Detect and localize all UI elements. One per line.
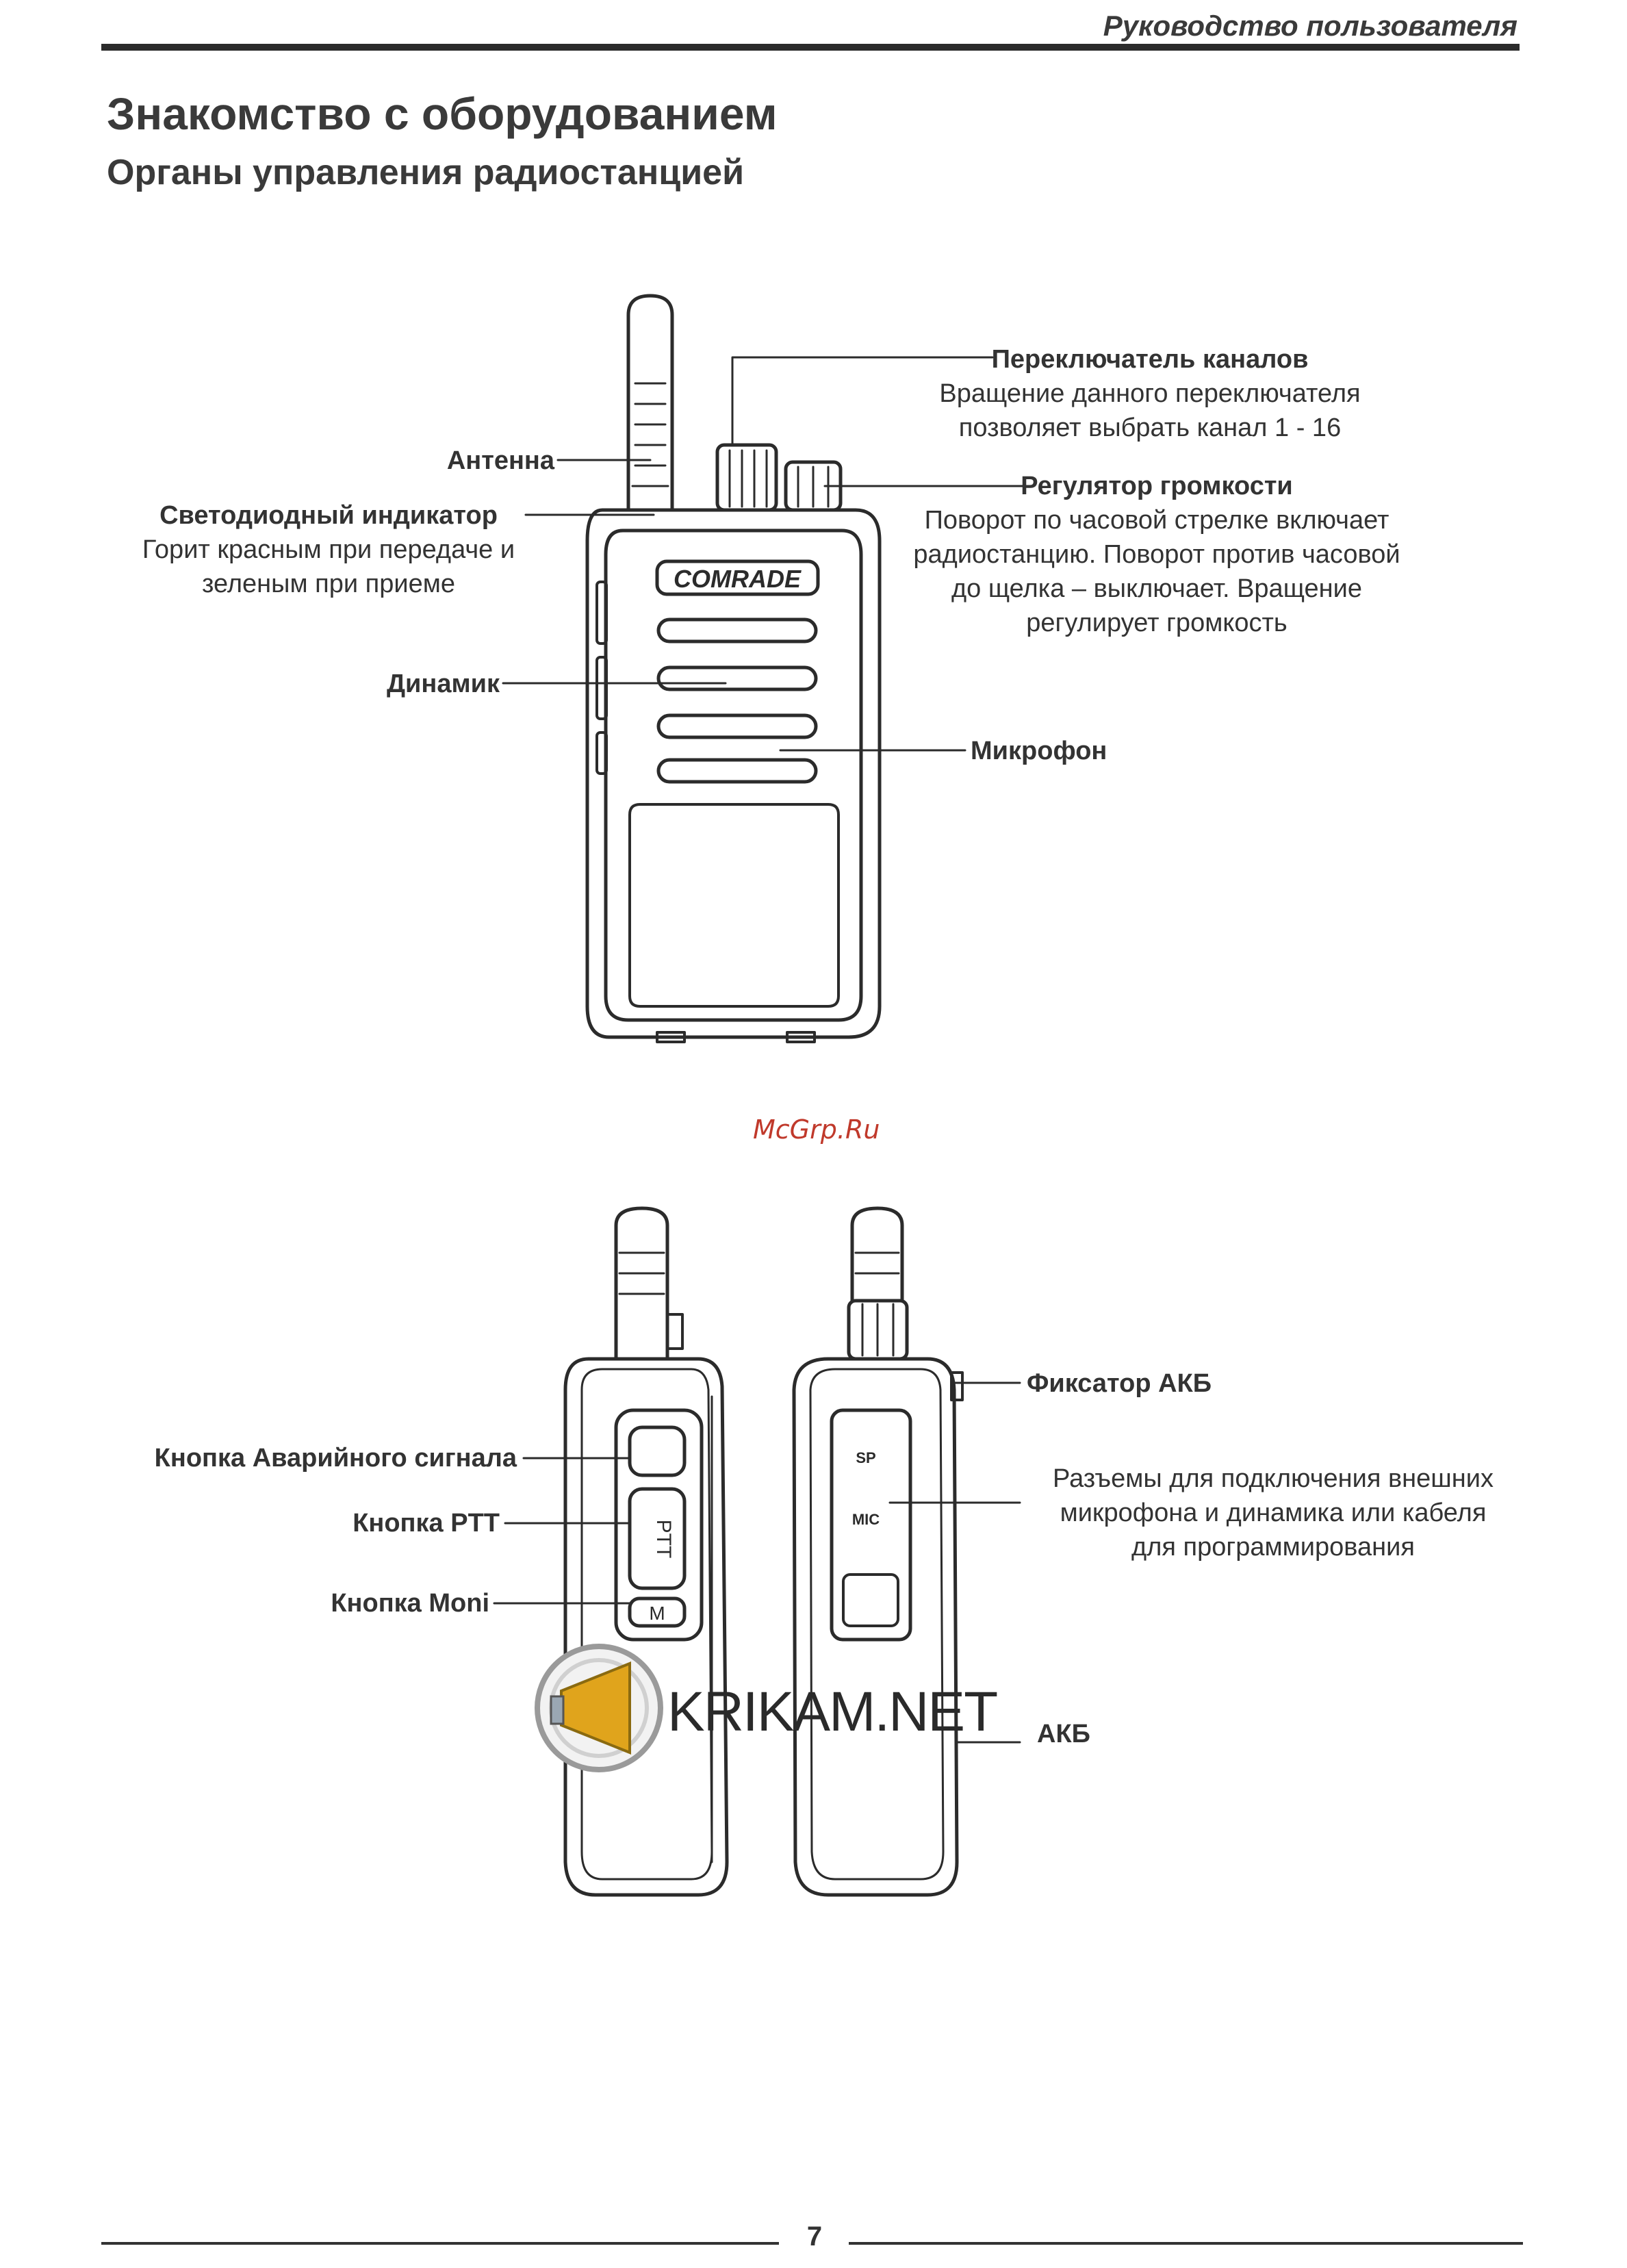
header-title: Руководство пользователя xyxy=(1103,10,1517,42)
channel-switch-callout: Переключатель каналов Вращение данного п… xyxy=(910,342,1389,445)
channel-switch-label: Переключатель каналов xyxy=(991,345,1309,374)
connector-cover xyxy=(830,1408,912,1642)
speaker-label: Динамик xyxy=(386,670,500,698)
alarm-key xyxy=(628,1425,687,1477)
mic-label: Микрофон xyxy=(971,737,1107,765)
brand-text: COMRADE xyxy=(674,565,802,593)
volume-desc-3: до щелка – выключает. Вращение xyxy=(951,574,1363,603)
front-body-outer xyxy=(585,508,882,1039)
ptt-button-label: Кнопка PTT xyxy=(353,1509,500,1538)
moni-key-label: M xyxy=(649,1603,665,1624)
ptt-button-callout: Кнопка PTT xyxy=(205,1506,500,1540)
led-desc-2: зеленым при приеме xyxy=(202,570,455,598)
page-title: Знакомство с оборудованием xyxy=(107,88,778,139)
sp-port-label: SP xyxy=(856,1449,875,1466)
battery-callout: АКБ xyxy=(1037,1717,1090,1751)
volume-desc-2: радиостанцию. Поворот против часовой xyxy=(913,540,1400,569)
antenna-label: Антенна xyxy=(446,446,554,475)
header-rule xyxy=(101,44,1520,51)
moni-button-label: Кнопка Moni xyxy=(331,1589,489,1618)
page-number: 7 xyxy=(806,2221,823,2252)
connectors-desc-3: для программирования xyxy=(1131,1533,1415,1562)
ptt-key xyxy=(628,1487,687,1590)
moni-key xyxy=(628,1596,687,1628)
volume-callout: Регулятор громкости Поворот по часовой с… xyxy=(890,469,1424,640)
connectors-desc-1: Разъемы для подключения внешних xyxy=(1053,1464,1494,1493)
led-callout: Светодиодный индикатор Горит красным при… xyxy=(110,498,548,601)
antenna-callout: Антенна xyxy=(274,444,554,478)
front-body-inner xyxy=(604,528,863,1022)
battery-latch-label: Фиксатор АКБ xyxy=(1027,1369,1212,1398)
side-left-body xyxy=(563,1357,729,1897)
brand-badge xyxy=(655,559,820,596)
watermark: McGrp.Ru xyxy=(753,1114,880,1145)
side-radio-right-illustration xyxy=(792,1206,964,1897)
channel-switch-desc-1: Вращение данного переключателя xyxy=(939,379,1361,408)
logo-emblem xyxy=(535,1644,663,1772)
section-title: Органы управления радиостанцией xyxy=(107,153,745,192)
volume-desc-1: Поворот по часовой стрелке включает xyxy=(924,506,1389,535)
mic-callout: Микрофон xyxy=(971,734,1107,768)
led-desc-1: Горит красным при передаче и xyxy=(142,535,515,564)
led-label: Светодиодный индикатор xyxy=(159,501,498,530)
alarm-button-callout: Кнопка Аварийного сигнала xyxy=(68,1441,517,1475)
side-radio-left-illustration xyxy=(563,1206,729,1897)
volume-label: Регулятор громкости xyxy=(1021,472,1293,500)
connectors-callout: Разъемы для подключения внешних микрофон… xyxy=(1006,1462,1540,1564)
antenna-shape xyxy=(626,294,674,512)
battery-label: АКБ xyxy=(1037,1720,1090,1748)
channel-switch-desc-2: позволяет выбрать канал 1 - 16 xyxy=(958,413,1342,442)
volume-desc-4: регулирует громкость xyxy=(1026,609,1287,637)
alarm-button-label: Кнопка Аварийного сигнала xyxy=(154,1444,517,1473)
moni-button-callout: Кнопка Moni xyxy=(205,1586,489,1620)
mic-port-label: MIC xyxy=(852,1511,880,1528)
side-button-panel xyxy=(614,1408,704,1642)
speaker-callout: Динамик xyxy=(274,667,500,701)
logo-text: KRIKAM.NET xyxy=(667,1681,997,1743)
ptt-key-label: PTT xyxy=(652,1520,675,1559)
footer-rule-right xyxy=(849,2242,1523,2245)
front-radio-illustration xyxy=(585,294,882,1043)
footer-rule-left xyxy=(101,2242,779,2245)
battery-latch-callout: Фиксатор АКБ xyxy=(1027,1366,1212,1401)
connectors-desc-2: микрофона и динамика или кабеля xyxy=(1060,1499,1487,1527)
